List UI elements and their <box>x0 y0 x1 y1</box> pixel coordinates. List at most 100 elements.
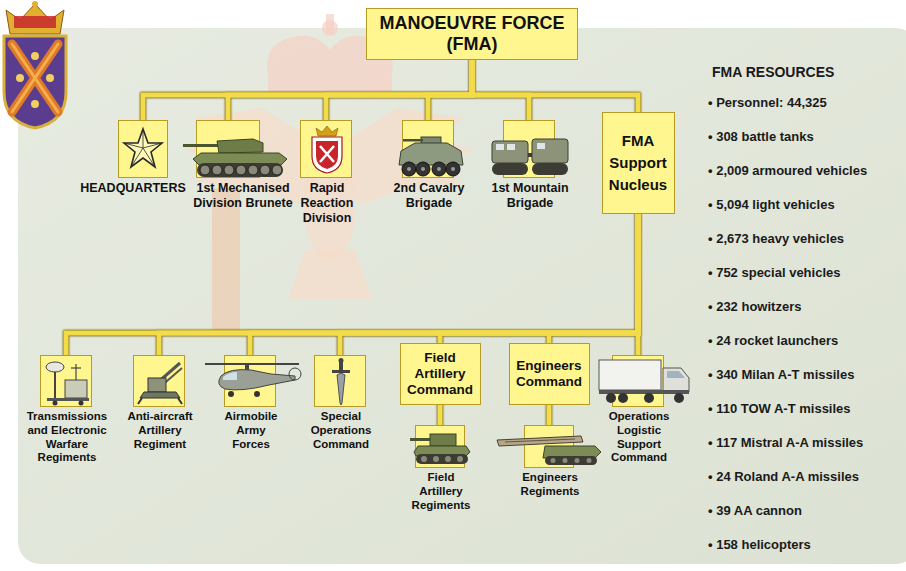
unit-label: Engineers Regiments <box>518 471 582 499</box>
text-holder: Operations Logistic Support Command <box>604 410 674 465</box>
text-holder: 1st Mechanised Division Brunete <box>191 181 295 211</box>
box-title: Field Artillery Command <box>404 350 477 399</box>
howitzer-icon-part <box>433 456 439 462</box>
unit-label: 2nd Cavalry Brigade <box>384 181 474 211</box>
resources-heading: FMA RESOURCES <box>712 64 834 81</box>
text-holder: Special Operations Command <box>305 410 377 451</box>
label-slot: • 24 rocket launchers <box>708 333 838 349</box>
connector-line <box>547 405 552 425</box>
connector-line <box>549 214 638 343</box>
crest-icon-part <box>316 141 338 169</box>
helicopter-icon-part <box>289 368 301 380</box>
text-holder: HEADQUARTERS <box>75 181 191 196</box>
radar-icon-part <box>53 401 58 406</box>
unit-label: Airmobile Army Forces <box>220 410 282 451</box>
label-slot: • 2,009 armoured vehicles <box>708 163 867 179</box>
truck-icon <box>599 358 691 404</box>
connector-line <box>143 60 472 120</box>
tank-icon <box>183 135 295 179</box>
truck-icon-part <box>599 360 661 390</box>
command-box: Field Artillery Command <box>400 343 481 405</box>
resource-item: • 752 special vehicles <box>708 265 840 281</box>
unit-label: HEADQUARTERS <box>75 181 191 196</box>
text-holder: MANOEUVRE FORCE (FMA) <box>367 9 577 59</box>
text-holder: Rapid Reaction Division <box>294 181 360 226</box>
armoured-car-icon-part <box>451 167 455 171</box>
helicopter-icon-part <box>219 370 295 390</box>
howitzer-icon <box>410 430 472 466</box>
command-box: Engineers Command <box>509 343 590 405</box>
coat-of-arms-part <box>4 36 66 128</box>
star-icon <box>123 127 163 171</box>
coat-of-arms-part <box>46 74 54 82</box>
armoured-car-icon-part <box>432 162 446 176</box>
tank-icon-part <box>200 165 210 175</box>
connector-line <box>250 214 638 355</box>
coat-of-arms-part <box>16 74 24 82</box>
label-slot: FMA RESOURCES <box>712 64 834 81</box>
armoured-car-icon-part <box>416 162 430 176</box>
aa-gun-icon-part <box>178 398 182 404</box>
radar-icon-part <box>79 401 84 406</box>
tank-icon-part <box>212 165 222 175</box>
radar-icon-part <box>71 367 81 368</box>
eagle-watermark-part <box>288 250 372 300</box>
dagger-icon-part <box>337 373 345 405</box>
resource-item: • 158 helicopters <box>708 537 811 553</box>
unit-label: Operations Logistic Support Command <box>604 410 674 465</box>
connector-line <box>636 214 641 355</box>
text-holder: Transmissions and Electronic Warfare Reg… <box>22 410 112 465</box>
armoured-car-icon-part <box>403 139 423 142</box>
coat-of-arms-part <box>12 44 58 112</box>
coat-of-arms-part <box>32 1 38 7</box>
bridge-layer-icon <box>495 432 603 466</box>
tank-icon-part <box>236 165 246 175</box>
connector-line <box>326 60 472 120</box>
label-slot: • 39 AA cannon <box>708 503 802 519</box>
label-slot: • 117 Mistral A-A missiles <box>708 435 863 451</box>
tank-icon-part <box>260 165 270 175</box>
bridge-layer-icon-part <box>551 458 556 463</box>
armoured-car-icon-part <box>407 167 411 171</box>
tracked-carrier-icon-part <box>537 143 545 149</box>
text-holder: 1st Mountain Brigade <box>482 181 578 211</box>
label-slot: • 232 howitzers <box>708 299 801 315</box>
label-slot: • 110 TOW A-T missiles <box>708 401 851 417</box>
resource-item: • 2,009 armoured vehicles <box>708 163 867 179</box>
connector-line <box>440 214 638 343</box>
text-holder: 2nd Cavalry Brigade <box>384 181 474 211</box>
label-slot: • 158 helicopters <box>708 537 811 553</box>
crown-watermark-part <box>268 74 392 92</box>
tracked-carrier-icon-part <box>528 153 532 157</box>
tracked-carrier-icon-part <box>507 144 515 150</box>
star-icon-part <box>124 129 162 167</box>
text-holder: Field Artillery Command <box>401 344 480 404</box>
bridge-layer-icon-part <box>563 458 568 463</box>
bridge-layer-icon-part <box>575 458 580 463</box>
unit-icon-box: Engineers Regiments <box>524 425 574 468</box>
unit-label: Rapid Reaction Division <box>294 181 360 226</box>
bridge-layer-icon-part <box>545 456 597 465</box>
tank-icon-part <box>248 165 258 175</box>
truck-icon-part <box>674 393 684 403</box>
tracked-carrier-icon-part <box>496 144 504 150</box>
helicopter-icon-part <box>223 372 237 380</box>
helicopter-icon-part <box>245 364 249 370</box>
helicopter-icon-part <box>254 391 260 397</box>
truck-icon-part <box>606 393 616 403</box>
crest-icon <box>309 126 345 174</box>
armoured-car-icon <box>395 137 467 179</box>
tracked-carrier-icon <box>490 135 570 179</box>
panel <box>18 28 906 564</box>
connector-line <box>472 60 638 112</box>
crown-watermark-part <box>326 14 334 34</box>
label-slot: • 308 battle tanks <box>708 129 814 145</box>
unit-icon-box: 1st Mechanised Division Brunete <box>196 120 260 178</box>
star-icon-part <box>124 129 162 167</box>
dagger-icon-part <box>339 362 343 371</box>
unit-icon-box: Field Artillery Regiments <box>415 425 465 468</box>
radar-icon-part <box>47 398 89 401</box>
crest-icon-part <box>312 137 342 173</box>
